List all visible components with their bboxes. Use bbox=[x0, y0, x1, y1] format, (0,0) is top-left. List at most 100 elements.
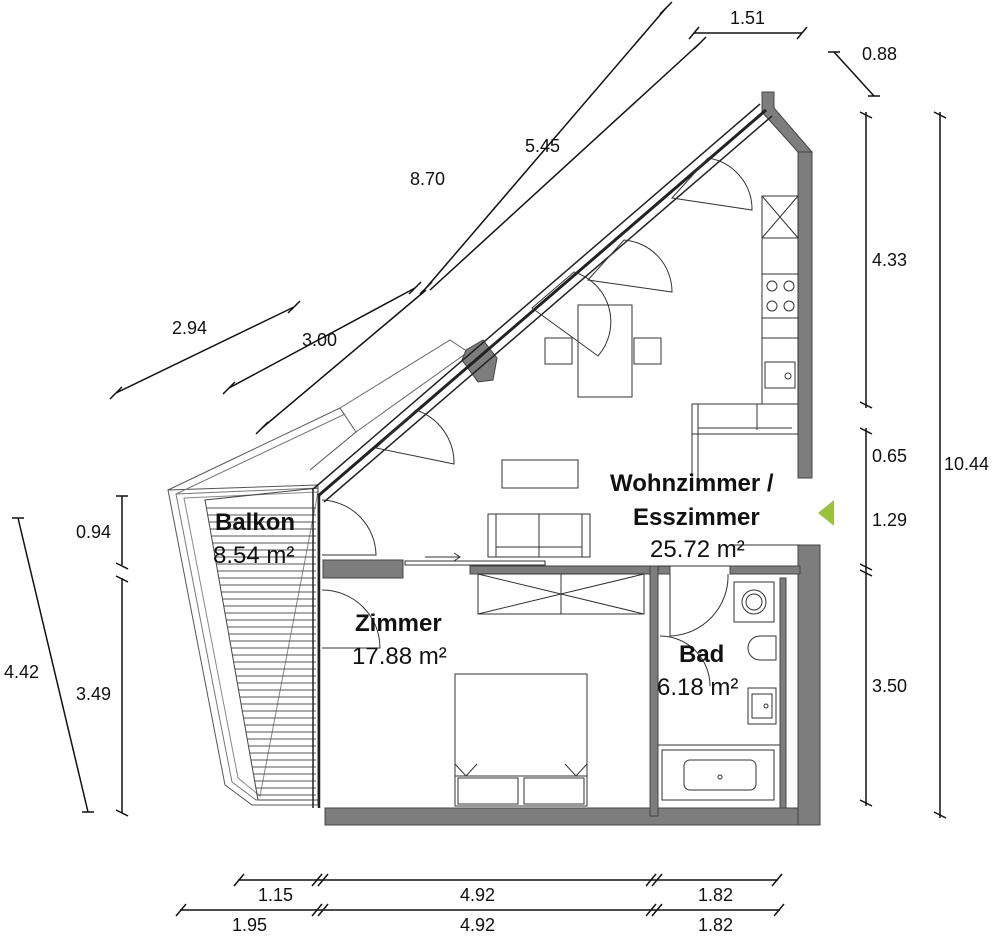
tick bbox=[175, 903, 187, 917]
door-zimmer-balcony bbox=[321, 589, 381, 649]
tick bbox=[773, 903, 785, 917]
tick bbox=[651, 873, 663, 887]
dim-top: 1.51 bbox=[730, 8, 765, 28]
washbasin-bowl bbox=[751, 693, 773, 719]
kitchen-cabinet-x2 bbox=[761, 195, 799, 239]
tick bbox=[115, 575, 129, 583]
washing-machine-drum-inner bbox=[745, 593, 763, 611]
bedroom-furniture bbox=[454, 573, 645, 807]
balcony-top-railing bbox=[339, 339, 469, 433]
door-bath-inner bbox=[659, 635, 711, 687]
dim-bottom-1-a: 1.15 bbox=[258, 885, 293, 905]
dimension-lines bbox=[17, 7, 941, 911]
tick bbox=[233, 873, 245, 887]
dim-line-diag-inner bbox=[429, 42, 701, 291]
room-bad-area: 6.18 m² bbox=[657, 674, 738, 701]
tick bbox=[859, 401, 873, 409]
door-balcony bbox=[321, 499, 377, 556]
room-zimmer-area: 17.88 m² bbox=[352, 643, 447, 670]
kitchen-sink bbox=[764, 361, 796, 389]
walls bbox=[322, 91, 821, 826]
washing-machine bbox=[733, 581, 775, 623]
pillow-right bbox=[523, 777, 585, 805]
tick bbox=[659, 1, 673, 15]
dim-diag-outer: 8.70 bbox=[410, 169, 445, 189]
room-labels: Balkon 8.54 m² Wohnzimmer / Esszimmer 25… bbox=[213, 470, 774, 701]
door-diagonal-3 bbox=[531, 271, 612, 357]
dim-left-outer: 4.42 bbox=[4, 662, 39, 682]
tick bbox=[645, 873, 657, 887]
dining-chair-right bbox=[633, 337, 662, 365]
washbasin-drain bbox=[763, 703, 769, 709]
tick bbox=[287, 300, 301, 314]
room-wohn-name-1: Wohnzimmer / bbox=[610, 470, 774, 497]
dim-line-diag-left-outer bbox=[115, 306, 295, 394]
tick bbox=[796, 26, 808, 40]
dining-table bbox=[577, 304, 633, 398]
tick bbox=[933, 811, 947, 819]
bath-furniture bbox=[658, 581, 780, 801]
dim-bottom-1-b: 4.92 bbox=[460, 885, 495, 905]
balcony-rail-3 bbox=[183, 491, 319, 797]
door-bath-entry bbox=[669, 573, 729, 637]
facade-line-1 bbox=[311, 103, 761, 491]
washbasin bbox=[747, 687, 777, 725]
tick bbox=[255, 421, 269, 435]
tick bbox=[115, 809, 129, 817]
tick bbox=[311, 903, 323, 917]
bed-fold-corner-l bbox=[454, 763, 478, 777]
balcony-edge-top-2 bbox=[175, 413, 346, 495]
tick bbox=[317, 903, 329, 917]
dim-diag-left-inner: 3.00 bbox=[302, 330, 337, 350]
bathtub-drain bbox=[717, 774, 723, 780]
tick bbox=[859, 427, 873, 435]
wall-bath-right bbox=[779, 577, 787, 809]
dim-right-lower: 3.50 bbox=[872, 676, 907, 696]
dim-bottom-1-c: 1.82 bbox=[698, 885, 733, 905]
tick bbox=[651, 903, 663, 917]
room-bad-name: Bad bbox=[679, 641, 724, 668]
wall-top-corner bbox=[761, 91, 814, 153]
tick bbox=[933, 111, 947, 119]
living-furniture bbox=[487, 195, 799, 558]
facade-line-3 bbox=[323, 115, 773, 503]
dim-right-129: 1.29 bbox=[872, 510, 907, 530]
wall-interior-vertical bbox=[649, 565, 659, 817]
bed bbox=[454, 673, 588, 807]
entrance-marker bbox=[818, 500, 834, 526]
room-wohn-name-2: Esszimmer bbox=[633, 504, 760, 531]
dimension-ticks bbox=[12, 1, 947, 917]
room-balkon-area: 8.54 m² bbox=[213, 542, 294, 569]
burner-3 bbox=[766, 300, 778, 312]
burner-4 bbox=[783, 300, 795, 312]
tick bbox=[859, 569, 873, 577]
tick bbox=[311, 873, 323, 887]
wall-interior-horizontal bbox=[322, 559, 404, 579]
pillow-left bbox=[457, 777, 519, 805]
sofa-arm-right bbox=[581, 513, 591, 558]
dim-corner: 0.88 bbox=[862, 44, 897, 64]
wall-right-lower bbox=[797, 544, 821, 826]
tick bbox=[771, 873, 783, 887]
dim-right-upper: 4.33 bbox=[872, 250, 907, 270]
dim-line-diag-outer bbox=[425, 7, 667, 289]
dim-diag-inner: 5.45 bbox=[525, 136, 560, 156]
dim-bottom-2-a: 1.95 bbox=[232, 915, 267, 935]
kitchen-cooktop bbox=[761, 273, 799, 319]
balcony-deck-slats bbox=[206, 507, 316, 796]
kitchen-tap bbox=[784, 372, 792, 380]
balcony-edge-top bbox=[167, 407, 357, 491]
bathtub-inner bbox=[683, 759, 757, 791]
door-diagonal-4 bbox=[374, 409, 455, 465]
dim-line-diag-left-inner bbox=[228, 287, 416, 389]
dim-line-corner bbox=[833, 51, 875, 97]
tick bbox=[222, 381, 236, 395]
kitchen-counter bbox=[761, 195, 799, 405]
dim-line-diag-left-inner-2 bbox=[261, 289, 427, 429]
tick bbox=[408, 281, 422, 295]
diagonal-facade bbox=[311, 103, 773, 808]
wall-right-upper bbox=[797, 151, 813, 479]
tick bbox=[859, 111, 873, 119]
dim-bottom-2-c: 1.82 bbox=[698, 915, 733, 935]
